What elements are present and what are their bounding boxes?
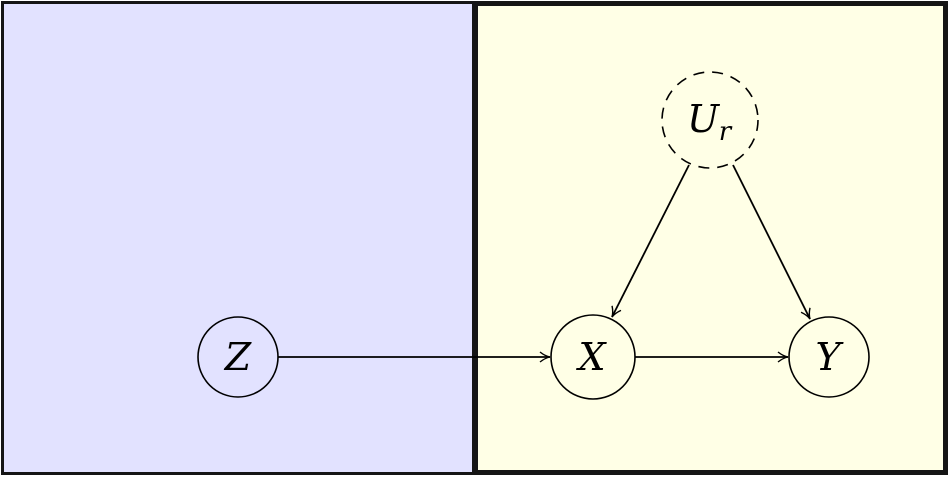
right-region [473, 1, 948, 475]
node-x-label: X [575, 335, 607, 379]
node-x: X [550, 314, 636, 400]
node-y: Y [788, 316, 870, 398]
node-ur-subscript: r [719, 117, 733, 147]
edge-ur-to-x [611, 164, 690, 318]
left-region [1, 1, 475, 475]
node-y-label: Y [815, 335, 844, 379]
node-z-label: Z [224, 335, 252, 379]
node-ur-label: U [687, 97, 721, 141]
node-ur: U r [661, 71, 759, 169]
edge-ur-to-y [732, 164, 811, 320]
node-z: Z [197, 316, 279, 398]
